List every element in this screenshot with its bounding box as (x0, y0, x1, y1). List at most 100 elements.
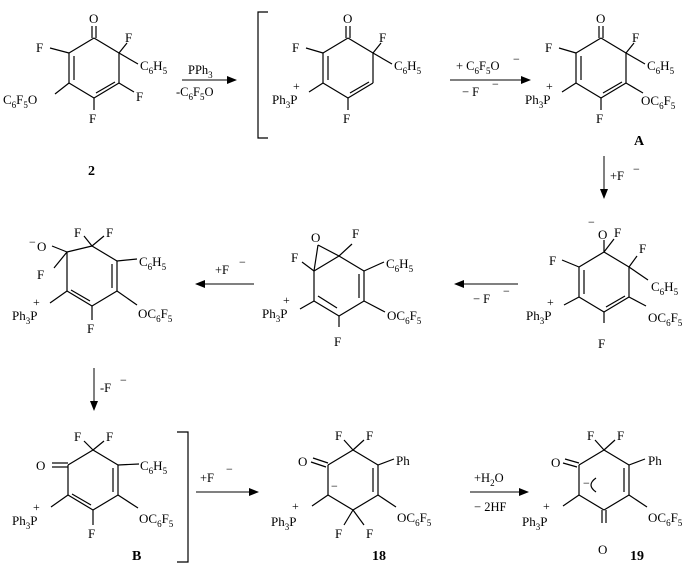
arrow-6-byproduct-charge: − (120, 373, 127, 387)
b-atom-f-bottom: F (88, 526, 95, 541)
ep-substituent-phenyl: C6H5 (386, 256, 414, 274)
c18-charge-minus: − (331, 479, 338, 493)
arrow-7: +F − (196, 462, 259, 496)
ox-atom-f-gem: F (614, 225, 621, 240)
compound-18-bonds (310, 439, 397, 526)
a-substituent-aryloxy: OC6F5 (641, 93, 676, 111)
alk-atom-f-top-right: F (106, 225, 113, 240)
alkoxide-bonds (49, 235, 138, 320)
a-atom-f-top: F (632, 30, 639, 45)
alk-substituent-phosphonium: Ph3P (12, 308, 37, 326)
arrow-7-reagent-charge: − (226, 462, 233, 476)
ox-charge-minus: − (588, 215, 595, 229)
int-substituent-phenyl: C6H5 (394, 58, 422, 76)
c2-atom-f-top: F (125, 30, 132, 45)
ep-atom-f-bottom: F (334, 334, 341, 349)
c2-substituent-aryloxy: C6F5O (3, 92, 37, 110)
c19-charge-plus: + (543, 499, 550, 513)
ep-charge-plus: + (283, 293, 290, 307)
b-atom-o: O (36, 458, 45, 473)
b-atom-f-top-left: F (74, 429, 81, 444)
ox-atom-f-left: F (549, 253, 556, 268)
c2-atom-f-left: F (36, 40, 43, 55)
arrow-2: + C6F5O − − F − (450, 52, 531, 99)
bracket-intermediate-left (257, 11, 268, 139)
c18-substituent-phosphonium: Ph3P (271, 514, 296, 532)
int-atom-o: O (343, 11, 352, 26)
alk-charge-plus: + (33, 295, 40, 309)
ox-atom-f-top: F (639, 241, 646, 256)
alk-substituent-phenyl: C6H5 (139, 254, 167, 272)
arrow-2-byproduct-charge: − (492, 77, 499, 91)
arrow-5-reagent-charge: − (239, 255, 246, 269)
c19-atom-f-top-left: F (587, 428, 594, 443)
compound-19-bonds (562, 439, 648, 523)
arrow-1-reagent: PPh3 (188, 63, 213, 80)
arrow-2-reagent: + C6F5O (456, 59, 500, 76)
arrow-8: +H2O − 2HF (470, 471, 529, 514)
ox-substituent-phenyl: C6H5 (651, 279, 679, 297)
ep-substituent-phosphonium: Ph3P (262, 306, 287, 324)
c18-substituent-phenyl: Ph (396, 453, 410, 468)
b-substituent-phosphonium: Ph3P (12, 513, 37, 531)
arrow-1-byproduct: -C6F5O (176, 85, 213, 102)
ep-substituent-aryloxy: OC6F5 (387, 308, 422, 326)
compound-18-label: 18 (372, 549, 386, 564)
arrow-5-reagent: +F (215, 263, 229, 277)
a-atom-f-bottom: F (596, 111, 603, 126)
c19-atom-f-top-right: F (617, 428, 624, 443)
c19-atom-o-top: O (551, 455, 560, 470)
c2-atom-o: O (89, 11, 98, 26)
arrow-4: − F − (454, 280, 518, 306)
int-charge-plus: + (293, 79, 300, 93)
compound-2-bonds (49, 26, 139, 110)
compound-a: O F F F C6H5 OC6F5 Ph3P + A (525, 11, 676, 149)
arrow-6-byproduct: -F (100, 381, 111, 395)
arrow-3: +F − (600, 156, 640, 199)
compound-alkoxide: O − F F F F C6H5 OC6F5 Ph3P + (12, 225, 173, 336)
int-atom-f-top: F (379, 30, 386, 45)
c19-atom-o-bottom: O (598, 542, 607, 557)
arrow-8-reagent: +H2O (474, 471, 504, 488)
alk-charge-minus: − (29, 235, 36, 249)
c18-atom-f-bottom-left: F (335, 526, 342, 541)
b-substituent-aryloxy: OC6F5 (139, 511, 174, 529)
int-atom-f-bottom: F (343, 111, 350, 126)
c2-atom-f-right: F (136, 89, 143, 104)
compound-2-label: 2 (88, 164, 95, 179)
ox-atom-f-lower: F (598, 336, 605, 351)
ep-atom-f-left: F (291, 250, 298, 265)
compound-oxyanion: O − F F F C6H5 OC6F5 Ph3P + O (526, 215, 683, 328)
bracket-b-right (177, 431, 189, 563)
a-charge-plus: + (546, 79, 553, 93)
compound-a-label: A (634, 134, 645, 149)
epoxide-bonds (299, 243, 386, 327)
arrow-4-byproduct: − F (473, 292, 490, 306)
alk-atom-f-top-left: F (74, 225, 81, 240)
arrow-6: -F − (90, 368, 127, 411)
arrow-1: PPh3 -C6F5O (176, 63, 237, 102)
arrow-2-reagent-charge: − (513, 52, 520, 66)
a-atom-o: O (596, 11, 605, 26)
c18-atom-f-bottom-right: F (366, 526, 373, 541)
arrow-8-byproduct: − 2HF (474, 500, 506, 514)
arrow-4-byproduct-charge: − (503, 284, 510, 298)
alk-substituent-aryloxy: OC6F5 (138, 306, 173, 324)
compound-b: O F F C6H5 OC6F5 Ph3P + F B (12, 429, 174, 564)
compound-epoxide: O F F C6H5 OC6F5 Ph3P + F (262, 226, 422, 349)
a-atom-f-left: F (545, 40, 552, 55)
arrow-5: +F − (195, 255, 254, 288)
a-substituent-phenyl: C6H5 (647, 58, 675, 76)
c18-atom-f-top-left: F (335, 428, 342, 443)
b-substituent-phenyl: C6H5 (140, 458, 168, 476)
compound-2: O F F F F C6H5 C6F5O 2 (3, 11, 168, 179)
compound-18: O F F F F Ph OC6F5 Ph3P + − 18 (271, 428, 432, 564)
alk-atom-o: O (37, 239, 46, 254)
ep-atom-f-top: F (352, 226, 359, 241)
compound-b-bonds (50, 440, 140, 525)
c2-atom-f-bottom: F (89, 111, 96, 126)
c19-substituent-phenyl: Ph (648, 453, 662, 468)
c18-atom-o: O (298, 454, 307, 469)
compound-intermediate-phosphonium: O F F F C6H5 Ph3P + (272, 11, 422, 126)
